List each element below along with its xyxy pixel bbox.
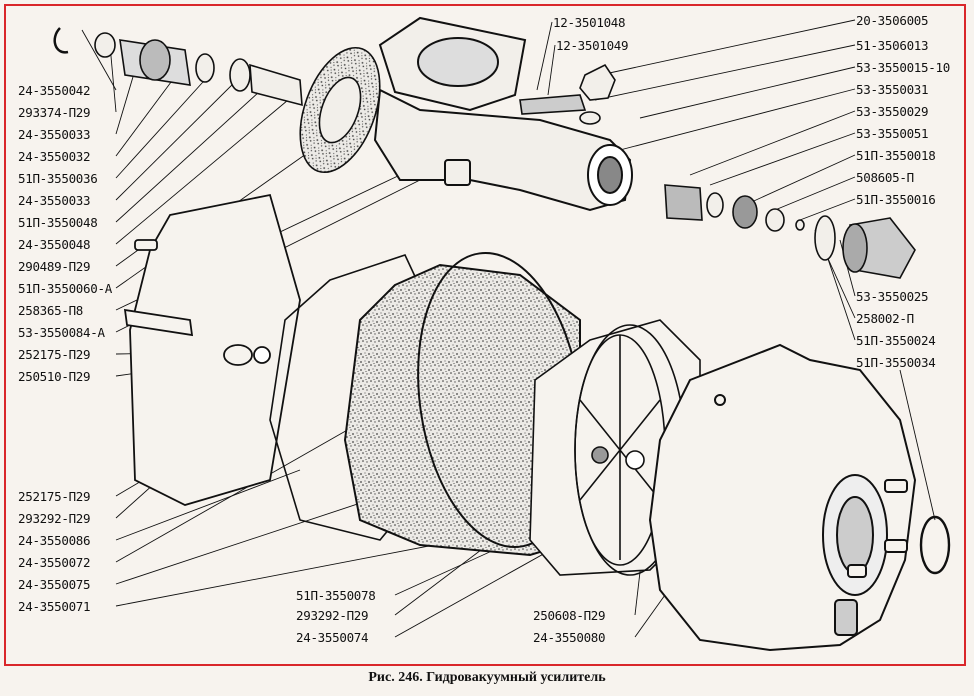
part-label: 12-3501049 [556, 38, 629, 53]
part-label: 24-3550033 [18, 127, 91, 142]
diagram-frame [4, 4, 966, 666]
part-label: 12-3501048 [553, 15, 626, 30]
part-label: 24-3550071 [18, 599, 91, 614]
part-label: 53-3550025 [856, 289, 929, 304]
part-label: 51П-3550048 [18, 215, 98, 230]
part-label: 24-3550033 [18, 193, 91, 208]
part-label: 252175-П29 [18, 489, 91, 504]
part-label: 20-3506005 [856, 13, 929, 28]
part-label: 508605-П [856, 170, 914, 185]
part-label: 51П-3550036 [18, 171, 98, 186]
part-label: 53-3550031 [856, 82, 929, 97]
part-label: 51П-3550024 [856, 333, 936, 348]
part-label: 258365-П8 [18, 303, 84, 318]
part-label: 53-3550015-10 [856, 60, 950, 75]
part-label: 250510-П29 [18, 369, 91, 384]
part-label: 24-3550042 [18, 83, 91, 98]
part-label: 290489-П29 [18, 259, 91, 274]
part-label: 24-3550048 [18, 237, 91, 252]
part-label: 51П-3550078 [296, 588, 376, 603]
part-label: 252175-П29 [18, 347, 91, 362]
part-label: 24-3550032 [18, 149, 91, 164]
part-label: 53-3550029 [856, 104, 929, 119]
part-label: 53-3550051 [856, 126, 929, 141]
part-label: 24-3550075 [18, 577, 91, 592]
part-label: 24-3550074 [296, 630, 369, 645]
part-label: 51П-3550060-А [18, 281, 112, 296]
part-label: 293292-П29 [18, 511, 91, 526]
figure-caption: Рис. 246. Гидровакуумный усилитель [368, 670, 606, 685]
part-label: 24-3550086 [18, 533, 91, 548]
rear-housing [648, 343, 951, 652]
part-label: 24-3550072 [18, 555, 91, 570]
part-label: 53-3550084-А [18, 325, 105, 340]
valve-body [373, 16, 633, 212]
part-label: 51П-3550034 [856, 355, 936, 370]
part-label: 250608-П29 [533, 608, 606, 623]
part-label: 51П-3550018 [856, 148, 936, 163]
part-label: 51-3506013 [856, 38, 929, 53]
part-label: 51П-3550016 [856, 192, 936, 207]
right-valve-parts [519, 63, 916, 279]
front-cover [123, 193, 301, 506]
part-label: 24-3550080 [533, 630, 606, 645]
part-label: 293292-П29 [296, 608, 369, 623]
part-label: 293374-П29 [18, 105, 91, 120]
part-label: 258002-П [856, 311, 914, 326]
left-shaft-parts [53, 27, 381, 174]
